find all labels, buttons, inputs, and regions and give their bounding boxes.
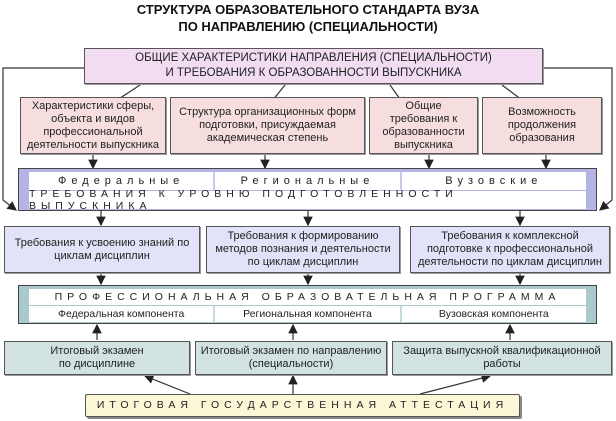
program-band-title: ПРОФЕССИОНАЛЬНАЯ ОБРАЗОВАТЕЛЬНАЯ ПРОГРАМ… xyxy=(29,289,586,305)
program-components-row: Федеральная компонента Региональная комп… xyxy=(29,306,586,322)
top-box-line1: ОБЩИЕ ХАРАКТЕРИСТИКИ НАПРАВЛЕНИЯ (СПЕЦИА… xyxy=(135,52,492,64)
general-characteristics-box: ОБЩИЕ ХАРАКТЕРИСТИКИ НАПРАВЛЕНИЯ (СПЕЦИА… xyxy=(84,48,543,84)
characteristics-box: Характеристики сферы, объекта и видов пр… xyxy=(20,97,166,154)
requirements-band: Федеральные Региональные Вузовские ТРЕБО… xyxy=(18,168,597,212)
thesis-defense-box: Защита выпускной квалификационной работы xyxy=(392,341,612,375)
regional-cell: Региональные xyxy=(215,172,402,190)
federal-cell: Федеральные xyxy=(29,172,216,190)
methods-requirements-box: Требования к формированию методов познан… xyxy=(206,226,400,273)
university-cell: Вузовские xyxy=(445,175,543,187)
regional-component: Региональная компонента xyxy=(215,306,402,322)
knowledge-requirements-box: Требования к усвоению знаний по циклам д… xyxy=(4,226,200,273)
direction-exam-box: Итоговый экзамен по направлению (специал… xyxy=(195,341,387,375)
federal-component: Федеральная компонента xyxy=(29,306,216,322)
diagram-title-line2: ПО НАПРАВЛЕНИЮ (СПЕЦИАЛЬНОСТИ) xyxy=(178,19,438,34)
requirements-band-title: ТРЕБОВАНИЯ К УРОВНЮ ПОДГОТОВЛЕННОСТИ ВЫП… xyxy=(29,188,586,212)
requirements-levels-row: Федеральные Региональные Вузовские xyxy=(29,172,586,190)
structure-box: Структура организационных форм подготовк… xyxy=(170,97,365,154)
general-requirements-box: Общие требования к образованности выпуск… xyxy=(369,97,478,154)
complex-requirements-box: Требования к комплексной подготовке к пр… xyxy=(410,226,610,273)
continuation-box: Возможность продолжения образования xyxy=(482,97,602,154)
state-attestation-scroll: ИТОГОВАЯ ГОСУДАРСТВЕННАЯ АТТЕСТАЦИЯ xyxy=(85,394,520,417)
discipline-exam-box: Итоговый экзамен по дисциплине xyxy=(4,341,190,375)
university-component: Вузовская компонента xyxy=(438,308,549,320)
top-box-line2: И ТРЕБОВАНИЯ К ОБРАЗОВАННОСТИ ВЫПУСКНИКА xyxy=(165,67,462,79)
diagram-title-line1: СТРУКТУРА ОБРАЗОВАТЕЛЬНОГО СТАНДАРТА ВУЗ… xyxy=(136,2,480,17)
program-band: ПРОФЕССИОНАЛЬНАЯ ОБРАЗОВАТЕЛЬНАЯ ПРОГРАМ… xyxy=(18,285,597,324)
